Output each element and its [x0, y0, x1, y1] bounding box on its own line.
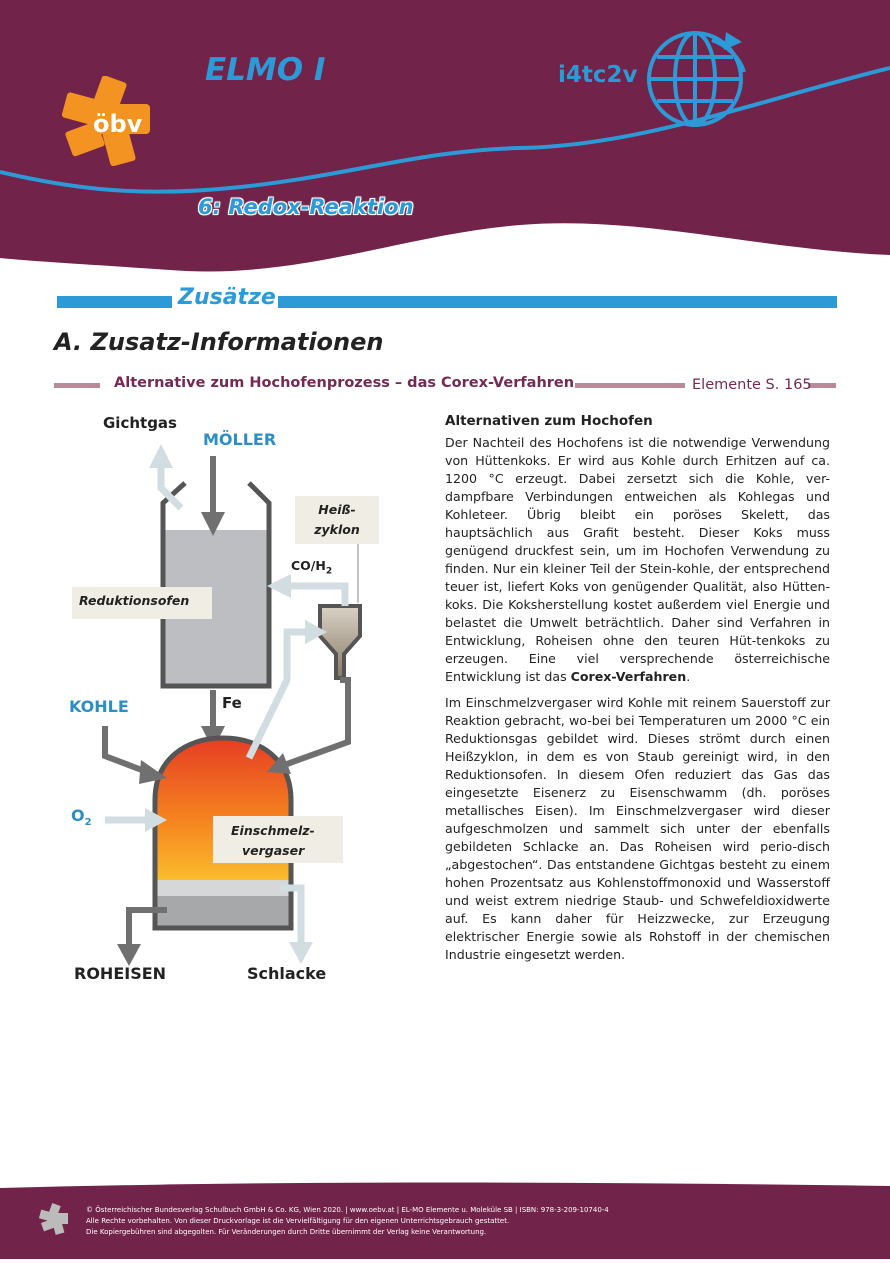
- obv-logo-icon: [61, 75, 152, 167]
- footer-text: © Österreichischer Bundesverlag Schulbuc…: [86, 1205, 846, 1238]
- label-co-h2-sub: 2: [325, 566, 333, 577]
- paragraph-1: Der Nachteil des Hochofens ist die notwe…: [445, 434, 830, 686]
- footer-background: [0, 1182, 890, 1259]
- header-band: [0, 0, 890, 280]
- subtitle: Alternative zum Hochofenprozess – das Co…: [114, 375, 575, 391]
- label-heisszyklon-2: zyklon: [314, 522, 360, 537]
- label-roheisen: ROHEISEN: [74, 964, 167, 983]
- label-fe: Fe: [222, 694, 242, 712]
- label-co-h2-main: CO/H: [291, 558, 326, 573]
- label-heisszyklon-1: Heiß-: [318, 502, 356, 517]
- section-bar-left: [57, 296, 172, 308]
- text-column: Alternativen zum Hochofen Der Nachteil d…: [445, 413, 830, 972]
- footer-line-1: © Österreichischer Bundesverlag Schulbuc…: [86, 1206, 609, 1214]
- label-gichtgas: Gichtgas: [103, 414, 177, 432]
- footer-line-2: Alle Rechte vorbehalten. Von dieser Druc…: [86, 1217, 510, 1225]
- paragraph-2: Im Einschmelzvergaser wird Kohle mit rei…: [445, 695, 830, 962]
- section-label: Zusätze: [178, 285, 276, 310]
- label-box-einschmelzvergaser: Einschmelz- vergaser: [213, 816, 343, 863]
- label-o2: O2: [71, 806, 92, 828]
- label-reduktionsofen: Reduktionsofen: [79, 593, 190, 608]
- chapter-title: 6: Redox-Reaktion: [198, 195, 414, 219]
- paragraph-1-text: Der Nachteil des Hochofens ist die notwe…: [445, 435, 830, 684]
- section-title: A. Zusatz-Informationen: [54, 328, 384, 356]
- globe-rotate-icon[interactable]: [640, 22, 755, 132]
- label-o2-main: O: [71, 806, 85, 825]
- label-o2-sub: 2: [84, 817, 92, 829]
- footer-band: [0, 1180, 890, 1259]
- label-moeller: MÖLLER: [203, 430, 277, 449]
- online-code[interactable]: i4tc2v: [558, 62, 638, 88]
- label-schlacke: Schlacke: [247, 964, 327, 983]
- page-reference: Elemente S. 165: [692, 377, 812, 393]
- label-box-reduktionsofen: Reduktionsofen: [72, 587, 212, 619]
- paragraph-1-bold: Corex-Verfahren: [570, 669, 687, 684]
- label-kohle: KOHLE: [69, 697, 129, 716]
- subtitle-line-mid: [575, 383, 685, 388]
- logo-text: öbv: [93, 110, 143, 138]
- section-bar-right: [278, 296, 837, 308]
- label-einschmelz-2: vergaser: [242, 843, 305, 858]
- subtitle-line-right: [808, 383, 836, 388]
- label-co-h2: CO/H2: [291, 558, 332, 577]
- label-box-heisszyklon: Heiß- zyklon: [295, 496, 379, 544]
- footer-logo-icon: [40, 1204, 70, 1236]
- subtitle-line-left: [54, 383, 100, 388]
- app-title: ELMO I: [205, 52, 326, 88]
- text-heading: Alternativen zum Hochofen: [445, 413, 653, 429]
- label-einschmelz-1: Einschmelz-: [231, 823, 315, 838]
- corex-diagram: Gichtgas MÖLLER Heiß- zyklon CO/H2 Reduk…: [55, 408, 435, 988]
- header-background: [0, 0, 890, 272]
- footer-line-3: Die Kopiergebühren sind abgegolten. Für …: [86, 1228, 487, 1236]
- paragraph-1-end: .: [686, 669, 691, 684]
